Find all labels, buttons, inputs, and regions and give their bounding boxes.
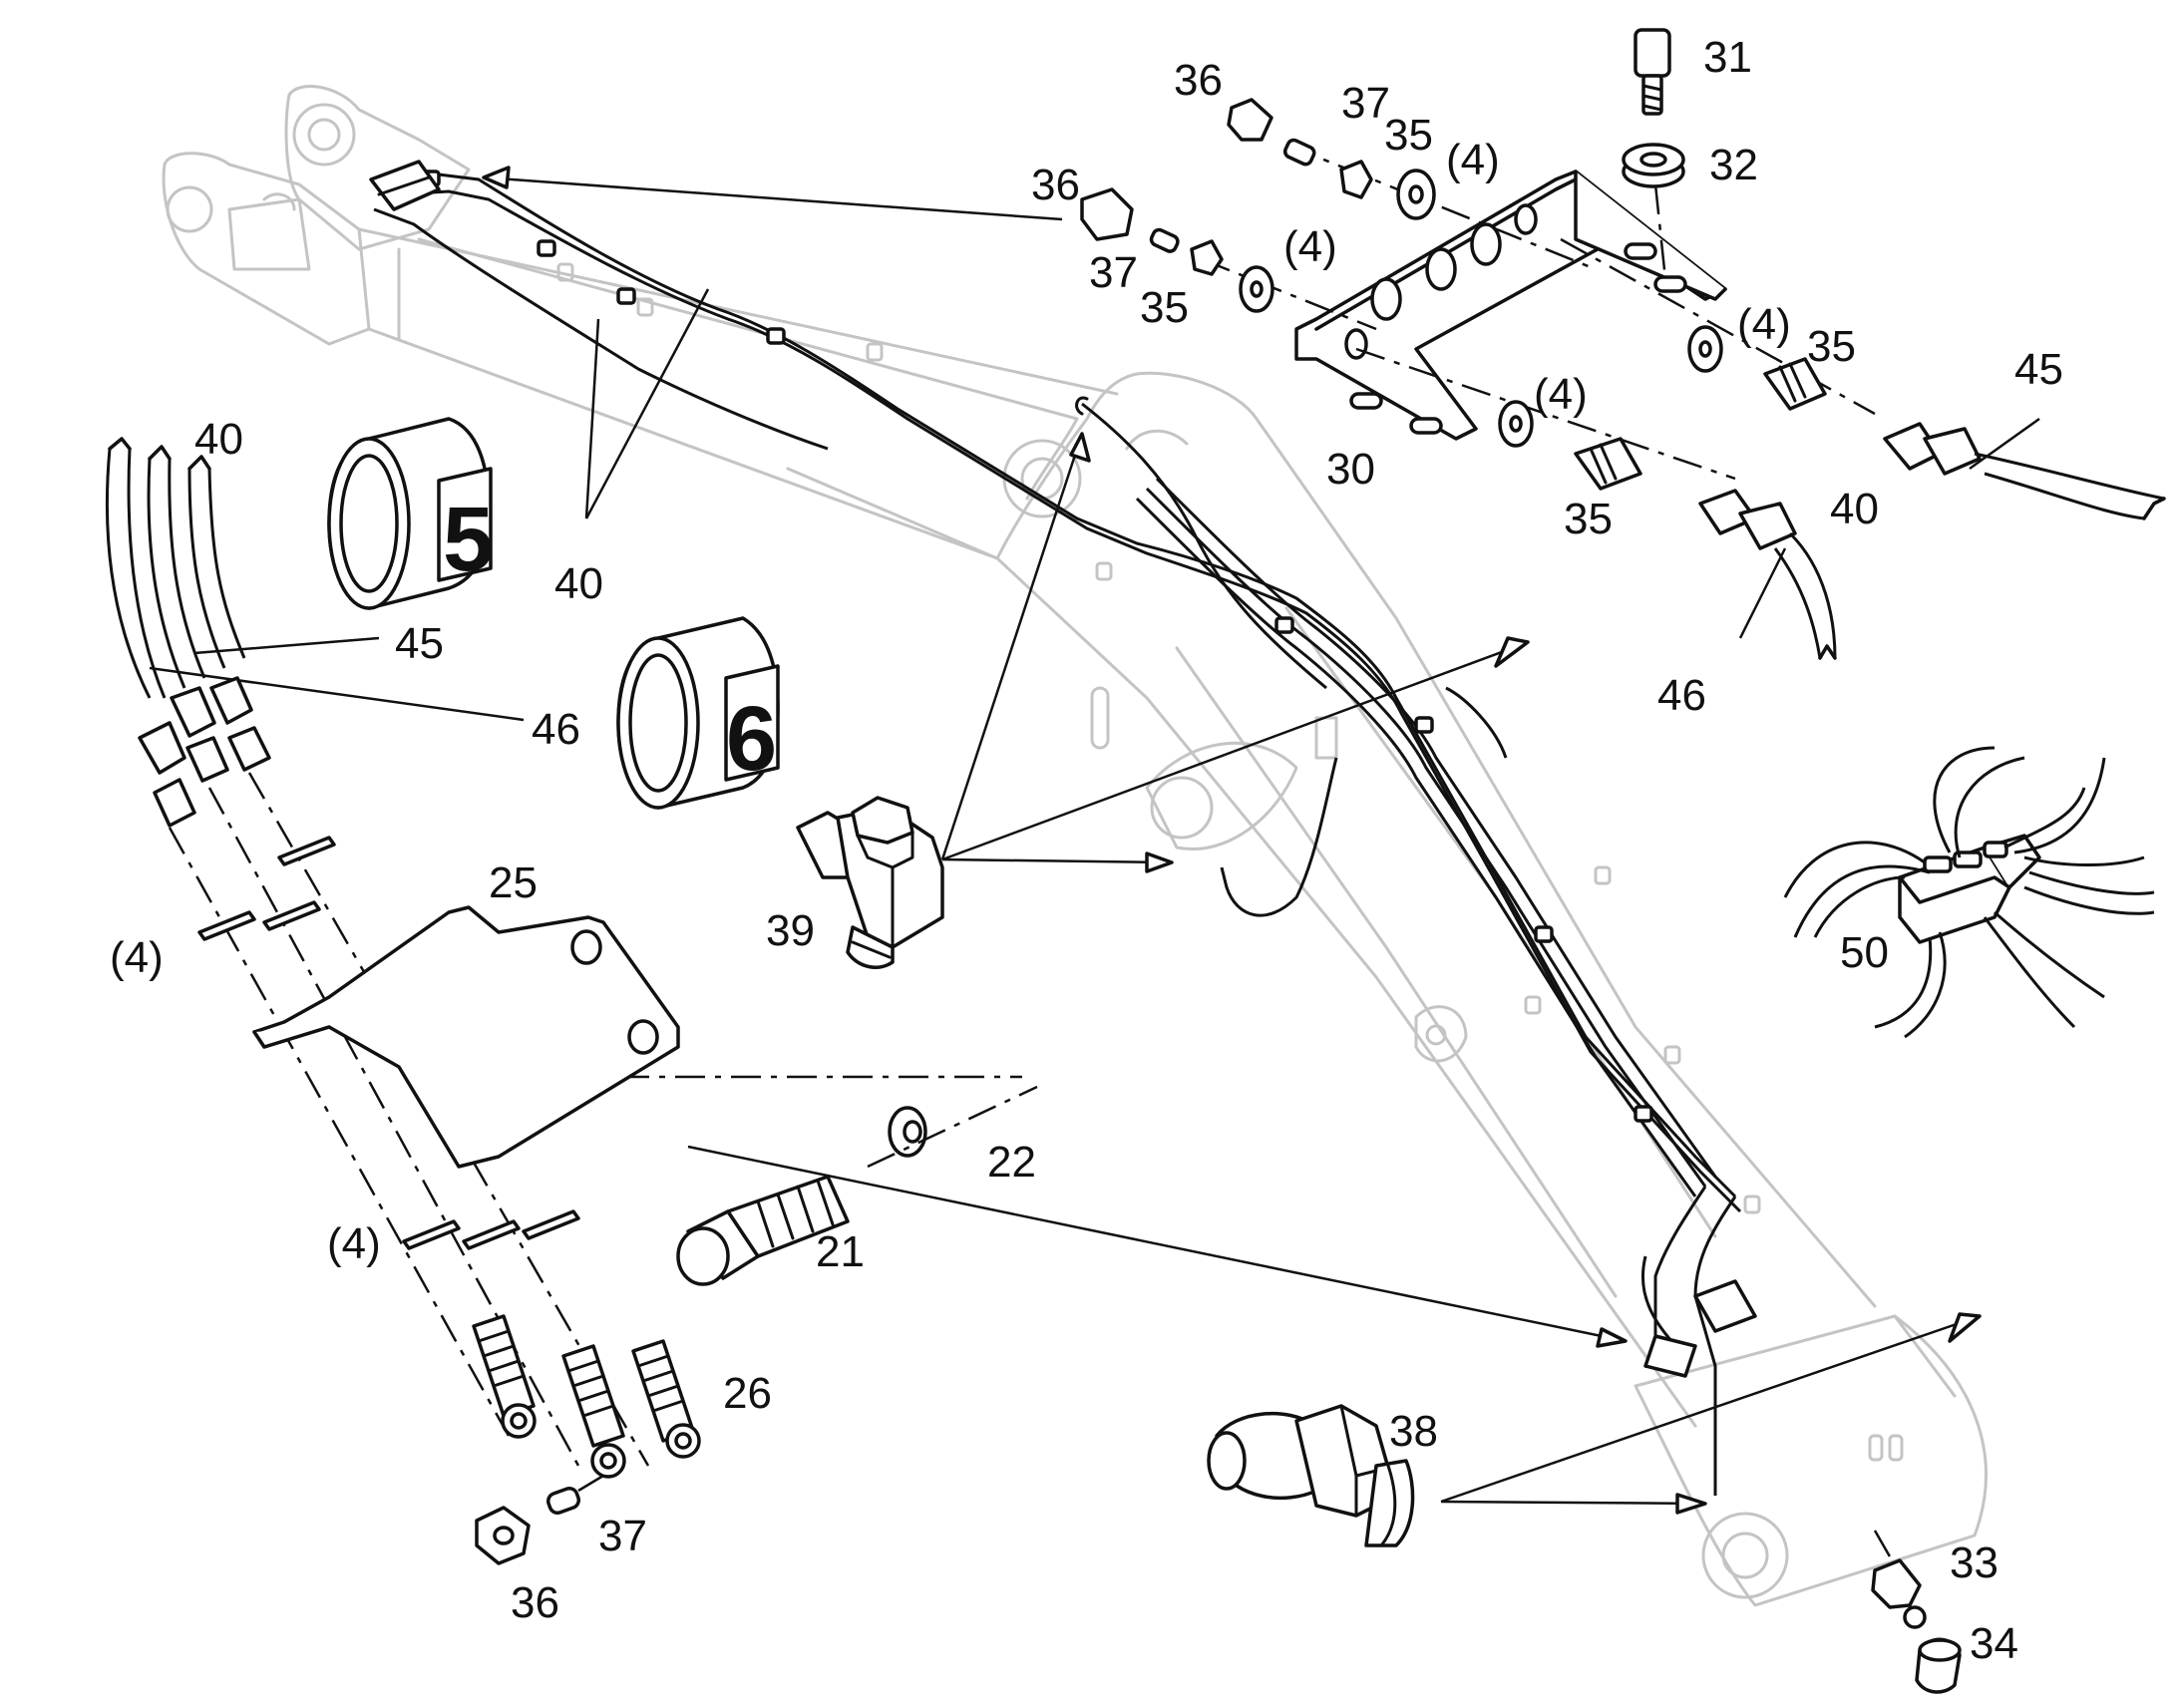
callout-34: 34	[1970, 1619, 2018, 1668]
plate-25	[252, 905, 680, 1169]
callout-37: 37	[598, 1512, 647, 1560]
callout-40: 40	[554, 559, 603, 608]
hoses-left-bundle	[105, 437, 271, 828]
callout-46: 46	[532, 705, 580, 754]
hose-46-right	[1773, 531, 1837, 660]
leader-lines	[149, 166, 2040, 1515]
callout-31: 31	[1703, 33, 1752, 82]
callout-labels: 31 32 36 37 35 (4) 36 (4) 37 35 (4) 35 4…	[110, 33, 2063, 1668]
callout-40: 40	[194, 415, 243, 464]
callout-45: 45	[2014, 345, 2063, 394]
quantity-label: (4)	[1534, 370, 1588, 419]
bracket-30	[1294, 170, 1727, 441]
quantity-label: (4)	[110, 933, 164, 982]
callout-37: 37	[1089, 248, 1138, 297]
callout-35: 35	[1564, 495, 1613, 543]
hose-45-right	[1974, 452, 2166, 520]
assembly-lines-30	[1201, 143, 1876, 481]
boom-outline	[162, 85, 1988, 1607]
tag-5: 5	[327, 417, 494, 610]
elbow-fittings-26	[472, 1314, 701, 1479]
boom-hose-run	[369, 160, 1757, 1496]
tag-6: 6	[616, 616, 780, 810]
callout-39: 39	[766, 906, 815, 955]
adapter-38	[1207, 1404, 1415, 1547]
callout-37: 37	[1341, 79, 1390, 128]
washer-32	[1622, 143, 1685, 188]
callout-40: 40	[1830, 485, 1879, 533]
washer-22	[867, 1085, 1038, 1169]
callout-22: 22	[987, 1138, 1036, 1187]
callout-36: 36	[511, 1578, 559, 1627]
callout-25: 25	[489, 858, 538, 907]
quantity-label: (4)	[327, 1219, 381, 1268]
bolt-21	[676, 1175, 850, 1286]
boom-clips	[556, 262, 1761, 1214]
cap-34	[1915, 1637, 1962, 1694]
quantity-label: (4)	[1446, 136, 1500, 184]
callout-45: 45	[395, 619, 444, 668]
callout-35: 35	[1807, 322, 1856, 371]
callout-50: 50	[1840, 928, 1889, 977]
callout-36: 36	[1031, 161, 1080, 209]
quantity-label: (4)	[1737, 300, 1791, 349]
hose-harness-50	[1783, 746, 2155, 1039]
o-rings-left	[197, 836, 580, 1250]
callout-35: 35	[1140, 283, 1189, 332]
fittings-upper-set	[1080, 98, 1982, 550]
callout-21: 21	[816, 1227, 865, 1276]
callout-36: 36	[1174, 56, 1223, 105]
callout-35: 35	[1384, 111, 1433, 160]
tag-5-label: 5	[443, 489, 494, 590]
grease-nipple-33	[1871, 1530, 1927, 1629]
quantity-label: (4)	[1283, 222, 1337, 271]
callout-33: 33	[1950, 1538, 1998, 1587]
callout-38: 38	[1389, 1407, 1438, 1456]
callout-26: 26	[723, 1369, 772, 1418]
callout-32: 32	[1709, 141, 1758, 189]
sensor-39	[796, 796, 944, 969]
nut-sleeve-lower-left	[475, 1474, 604, 1565]
callout-46: 46	[1657, 671, 1706, 720]
bolt-31	[1634, 28, 1671, 116]
tag-6-label: 6	[726, 688, 777, 790]
callout-30: 30	[1326, 445, 1375, 494]
